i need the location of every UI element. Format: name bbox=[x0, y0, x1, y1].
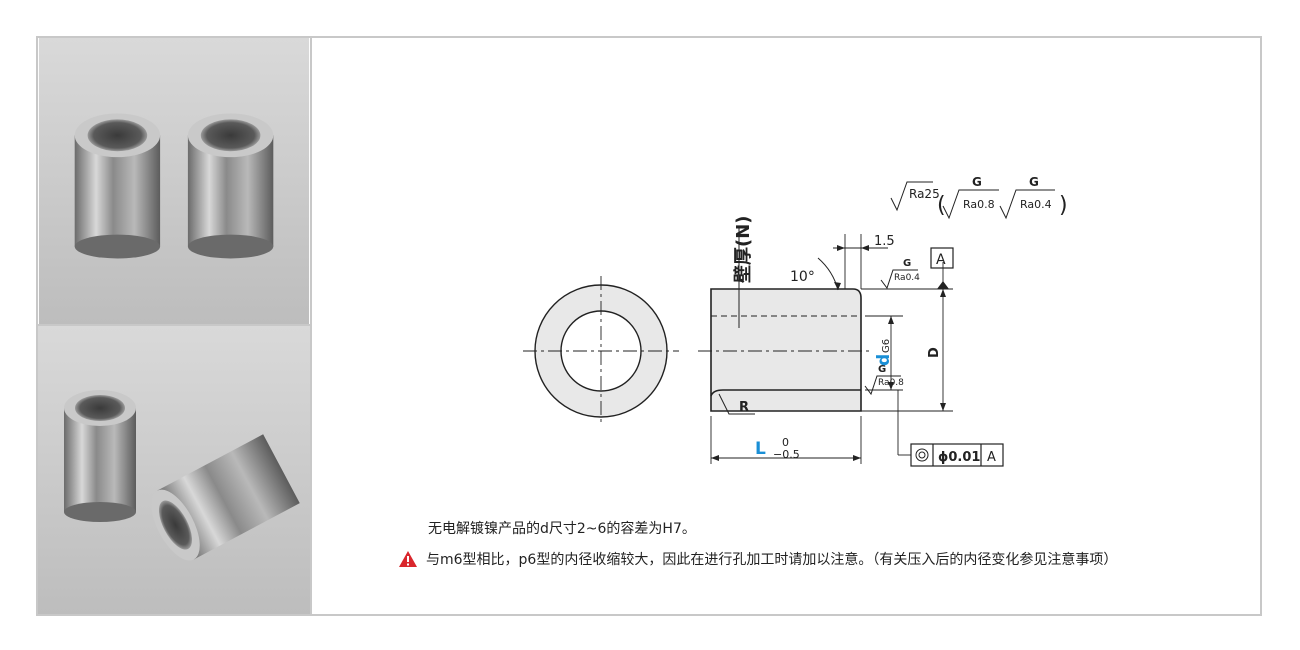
side-view-body bbox=[710, 288, 862, 412]
angle-label: 10° bbox=[790, 269, 815, 285]
chamfer-dim: 1.5 bbox=[874, 234, 895, 249]
L-lower-tol: −0.5 bbox=[773, 448, 800, 461]
product-frame: 壁厚(N) 10° 1.5 A Ra25 ( G Ra0.8 G Ra0.4 )… bbox=[36, 36, 1262, 616]
datum-a-label: A bbox=[936, 252, 946, 268]
bushing-pair-photo bbox=[38, 38, 310, 324]
warning-text: 与m6型相比，p6型的内径收缩较大，因此在进行孔加工时请加以注意。（有关压入后的… bbox=[426, 552, 1118, 568]
note-warning: 与m6型相比，p6型的内径收缩较大，因此在进行孔加工时请加以注意。（有关压入后的… bbox=[398, 549, 1117, 569]
coaxiality-datum: A bbox=[987, 450, 996, 465]
g-mark-2: G bbox=[1029, 175, 1039, 189]
thumbnail-column bbox=[38, 38, 312, 614]
ra08-top-label: Ra0.8 bbox=[963, 198, 995, 211]
close-paren: ) bbox=[1059, 193, 1068, 218]
d-dim-letter: d bbox=[874, 354, 894, 366]
note-tolerance: 无电解镀镍产品的d尺寸2~6的容差为H7。 bbox=[428, 521, 696, 537]
bushing-standing-lying-photo bbox=[38, 326, 310, 614]
product-photo-1[interactable] bbox=[38, 38, 310, 326]
open-paren: ( bbox=[937, 193, 946, 218]
L-dim-letter: L bbox=[755, 439, 766, 459]
ra04-side-label: Ra0.4 bbox=[894, 273, 920, 283]
technical-drawing: 壁厚(N) 10° 1.5 A Ra25 ( G Ra0.8 G Ra0.4 )… bbox=[493, 168, 1093, 478]
ra08-side-label: Ra0.8 bbox=[878, 378, 904, 388]
D-dim-letter: D bbox=[927, 347, 942, 358]
g-mark-4: G bbox=[878, 364, 886, 375]
radius-label: R bbox=[739, 400, 749, 415]
warning-icon bbox=[399, 551, 417, 567]
wall-thickness-label: 壁厚(N) bbox=[732, 215, 754, 283]
ra25-label: Ra25 bbox=[909, 187, 940, 201]
g-mark-3: G bbox=[903, 258, 911, 269]
d-tolerance: G6 bbox=[881, 339, 892, 353]
ra04-top-label: Ra0.4 bbox=[1020, 198, 1052, 211]
coaxiality-tol: ϕ0.01 bbox=[938, 450, 980, 465]
bushing-dimension-drawing: 壁厚(N) 10° 1.5 A Ra25 ( G Ra0.8 G Ra0.4 )… bbox=[523, 175, 1068, 467]
product-photo-2[interactable] bbox=[38, 326, 310, 614]
L-upper-tol: 0 bbox=[782, 436, 789, 449]
g-mark-1: G bbox=[972, 175, 982, 189]
